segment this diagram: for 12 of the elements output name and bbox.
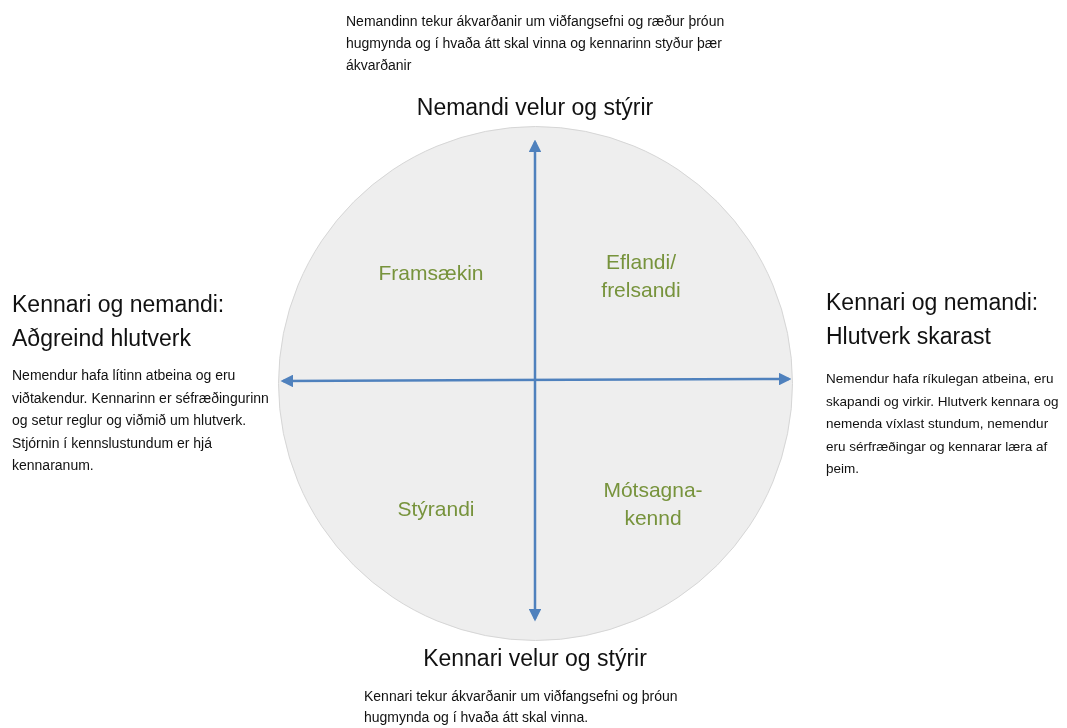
description-text: Nemandinn tekur ákvarðanir um viðfangsefni og ræður þróun hugmynda og í hvaða átt skal vinna og kennarinn styður þær ákvarðanir: [346, 12, 726, 75]
axis-pole-heading: Kennari og nemandi: Hlutverk skarast: [826, 288, 1040, 351]
description-text: Kennari tekur ákvarðanir um viðfangsefni og þróun hugmynda og í hvaða átt skal vinna.: [364, 687, 679, 727]
quadrant-label: Mótsagna- kennd: [602, 477, 704, 531]
quadrant-label: Framsækin: [377, 260, 485, 286]
description-text: Nemendur hafa ríkulegan atbeina, eru skapandi og virkir. Hlutverk kennara og nemenda víxlast stundum, nemendur eru sérfræðingar og kennarar læra af þeim.: [826, 370, 1060, 478]
description-text: Nemendur hafa lítinn atbeina og eru viðtakendur. Kennarinn er séfræðingurinn og setur reglur og viðmið um hlutverk. Stjórnin í kennslustundum er hjá kennaranum.: [12, 366, 270, 475]
quadrant-label: Eflandi/ frelsandi: [600, 249, 682, 303]
quadrant-label: Stýrandi: [396, 496, 476, 522]
axis-pole-heading: Kennari og nemandi: Aðgreind hlutverk: [12, 290, 226, 353]
axis-pole-heading: Nemandi velur og stýrir: [415, 93, 655, 122]
axis-pole-heading: Kennari velur og stýrir: [422, 644, 648, 673]
